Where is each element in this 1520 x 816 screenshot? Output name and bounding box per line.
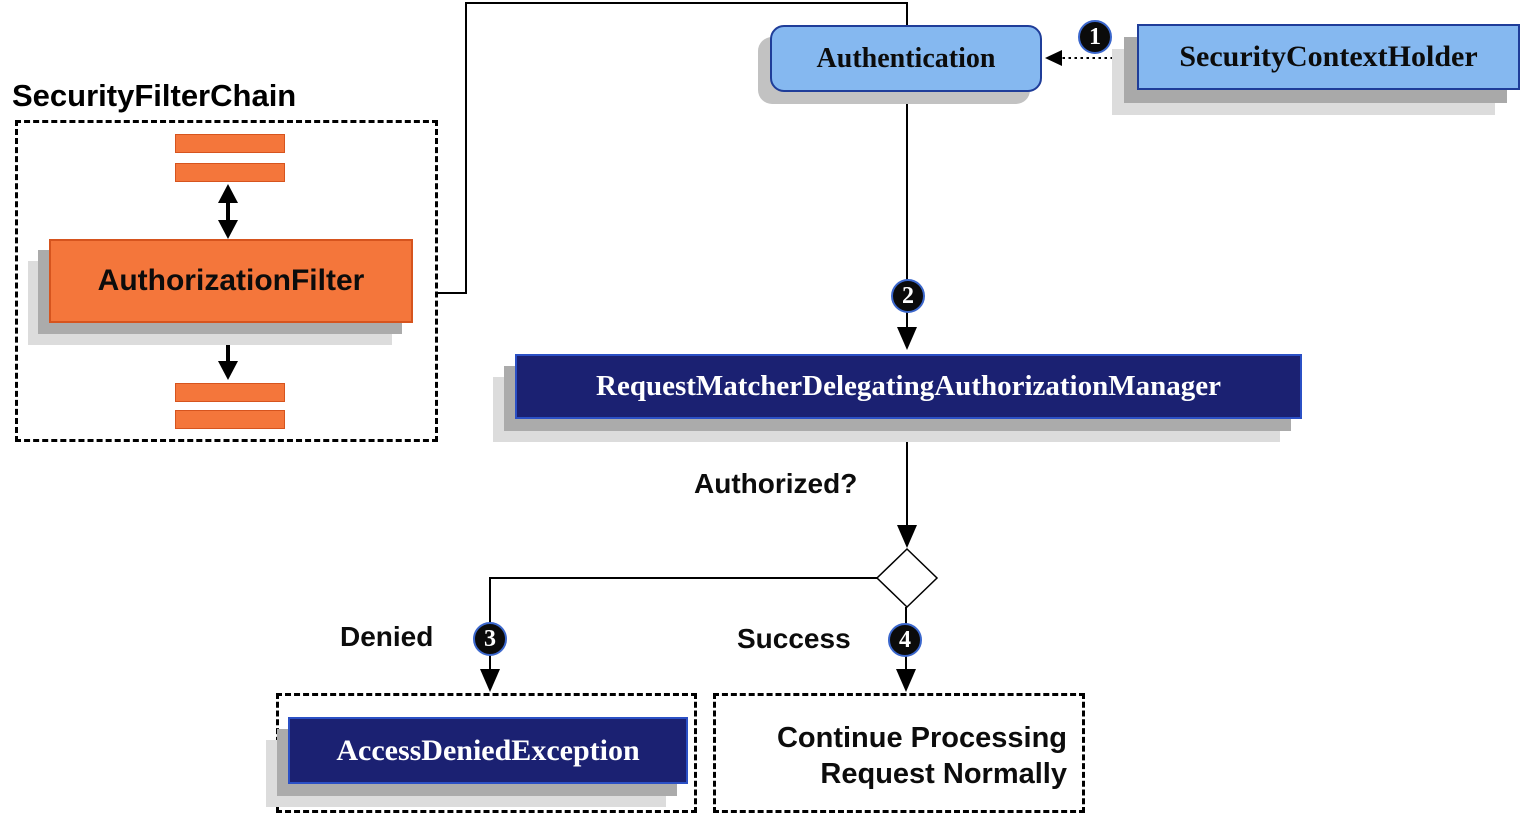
doublearrow-bottom-up-head: [218, 325, 238, 344]
continue-processing-text: Continue Processing Request Normally: [716, 720, 1082, 792]
authorization-filter-label: AuthorizationFilter: [97, 264, 365, 297]
doublearrow-top-up-head: [218, 184, 238, 203]
filter-placeholder-bar: [175, 383, 285, 402]
success-result-container: Continue Processing Request Normally: [713, 693, 1085, 813]
doublearrow-bottom-down-head: [218, 361, 238, 380]
step-3-badge: 3: [473, 622, 507, 656]
authentication-node: Authentication: [770, 25, 1042, 92]
security-context-holder-label: SecurityContextHolder: [1179, 40, 1478, 73]
denied-label: Denied: [340, 621, 434, 652]
authorized-question-label: Authorized?: [694, 468, 858, 499]
security-filter-chain-title: SecurityFilterChain: [12, 78, 297, 113]
authorization-manager-node: RequestMatcherDelegatingAuthorizationMan…: [515, 354, 1302, 419]
filter-placeholder-bar: [175, 410, 285, 429]
continue-processing-line1: Continue Processing: [776, 722, 1067, 754]
access-denied-exception-label: AccessDeniedException: [336, 733, 640, 767]
arrowhead-into-diamond: [897, 525, 917, 548]
access-denied-exception-node: AccessDeniedException: [288, 717, 688, 784]
security-filter-chain-container: [15, 120, 438, 442]
filter-placeholder-bar: [175, 134, 285, 153]
step-2-badge: 2: [891, 279, 925, 313]
security-context-holder-node: SecurityContextHolder: [1137, 24, 1520, 90]
arrowhead-into-authentication: [1045, 50, 1062, 66]
authentication-label: Authentication: [816, 42, 996, 74]
filterchain-to-manager-connector: [438, 2, 908, 330]
continue-processing-line2: Request Normally: [820, 758, 1067, 790]
authorization-manager-label: RequestMatcherDelegatingAuthorizationMan…: [596, 370, 1221, 402]
doublearrow-top-down-head: [218, 220, 238, 239]
decision-diamond: [875, 547, 939, 609]
arrowhead-into-manager: [897, 327, 917, 350]
filter-placeholder-bar: [175, 163, 285, 182]
arrowhead-denied: [480, 669, 500, 692]
authorization-filter-node: AuthorizationFilter: [49, 239, 413, 323]
success-label: Success: [737, 623, 851, 654]
step-4-badge: 4: [888, 623, 922, 657]
arrowhead-success: [896, 669, 916, 692]
step-1-badge: 1: [1078, 20, 1112, 54]
denied-result-container: [276, 693, 697, 813]
